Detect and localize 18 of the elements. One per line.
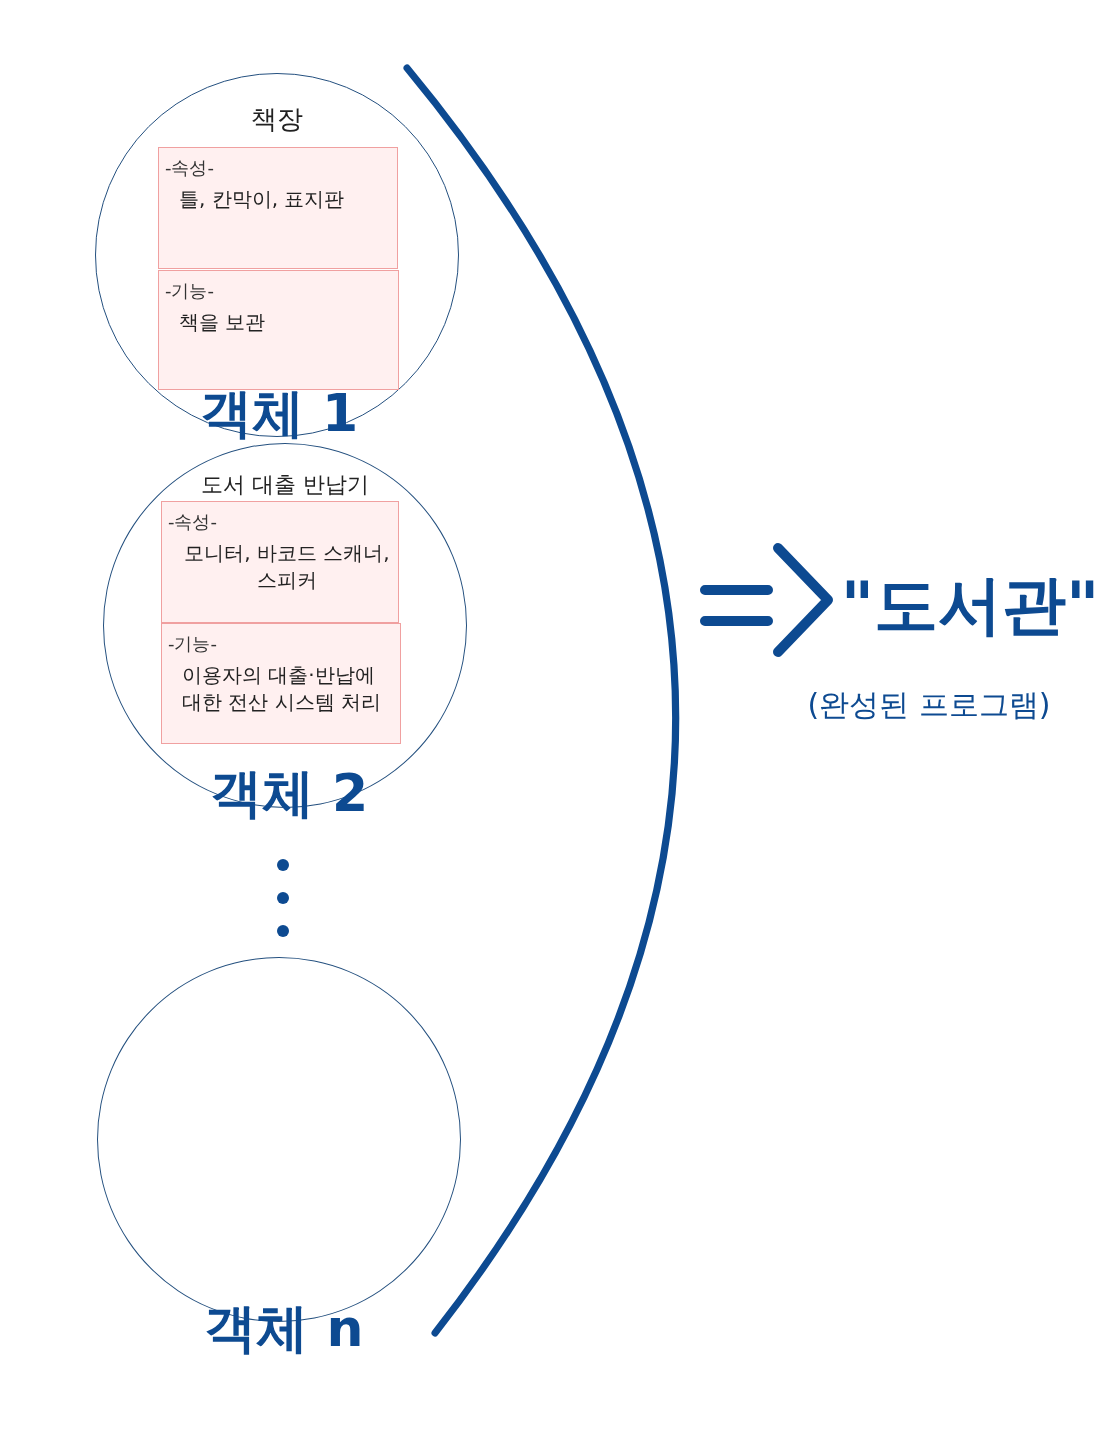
- section-text: 이용자의 대출·반납에 대한 전산 시스템 처리: [181, 662, 383, 716]
- subtitle-text: (완성된 프로그램): [806, 688, 1052, 721]
- section-heading: -기능-: [168, 632, 218, 656]
- info-card: [161, 623, 401, 744]
- section-heading: -속성-: [165, 156, 215, 180]
- section-text: 모니터, 바코드 스캐너, 스피커: [183, 540, 391, 594]
- double-arrow: [700, 543, 833, 657]
- object-title: 도서 대출 반납기: [200, 471, 370, 499]
- section-heading: -속성-: [168, 510, 218, 534]
- section-text: 책을 보관: [178, 309, 267, 336]
- object-label: 객체 n: [203, 1300, 365, 1358]
- section-text: 틀, 칸막이, 표지판: [178, 186, 346, 213]
- info-card: [158, 147, 398, 269]
- object-title: 책장: [250, 103, 304, 136]
- info-card: [158, 270, 399, 390]
- result-title: "도서관": [840, 566, 1100, 644]
- info-card: [161, 501, 399, 623]
- section-heading: -기능-: [165, 279, 215, 303]
